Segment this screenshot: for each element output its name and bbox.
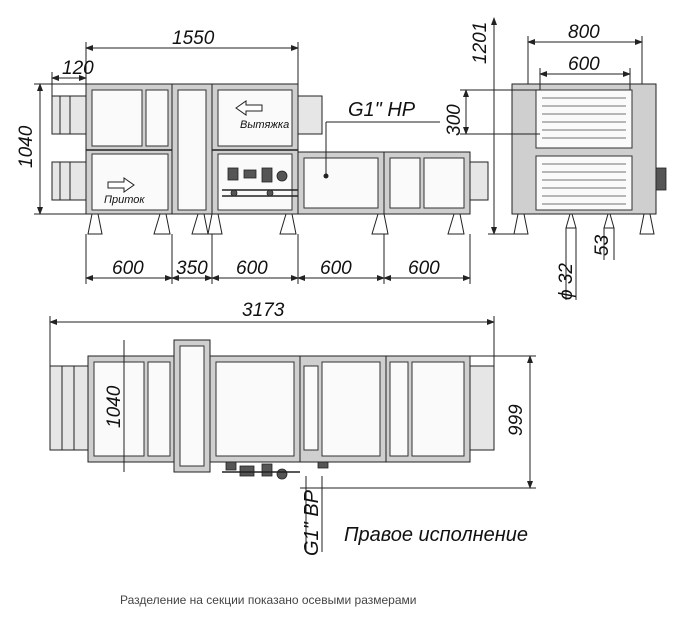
dim-1201: 1201 [470,22,491,64]
exhaust-label: Вытяжка [240,119,289,131]
front-elevation: Вытяжка Приток 1550 120 1040 60 [16,28,489,284]
dim-section-2: 350 [176,258,208,279]
support-legs [87,213,465,235]
valve-assembly [222,167,298,197]
dim-1550: 1550 [172,28,215,49]
dim-1040-front: 1040 [16,125,37,168]
plan-valve-assembly [222,461,329,480]
lower-grille [535,155,633,211]
dim-53: 53 [592,234,613,256]
dim-1040-plan: 1040 [104,385,125,428]
connection-bp-label: G1" BP [301,489,323,556]
dim-999: 999 [506,404,527,436]
exhaust-duct-flange [51,95,87,135]
side-elevation: 800 600 1201 300 ϕ 32 53 [444,17,667,300]
dim-section-1: 600 [112,258,144,279]
dim-section-3: 600 [236,258,268,279]
footnote: Разделение на секции показано осевыми ра… [120,593,416,607]
dim-600-side: 600 [568,54,600,75]
dim-300: 300 [444,104,465,136]
plan-view: 3173 1040 999 G1" BP Правое исполнение [49,300,536,556]
supply-outlet-duct [469,161,489,201]
dim-120: 120 [62,58,94,79]
plan-inlet-duct [49,365,89,451]
dim-section-5: 600 [408,258,440,279]
dim-section-4: 600 [320,258,352,279]
dim-800: 800 [568,22,600,43]
supply-duct-flange [51,161,87,201]
connection-hp-label: G1" HP [348,99,416,121]
plan-outlet-duct [469,365,495,451]
variant-caption: Правое исполнение [344,524,528,546]
upper-grille [535,89,633,149]
exhaust-outlet-duct [297,95,323,135]
supply-label: Приток [104,194,145,206]
dim-3173: 3173 [242,300,285,321]
dim-phi-32: ϕ 32 [556,263,577,300]
